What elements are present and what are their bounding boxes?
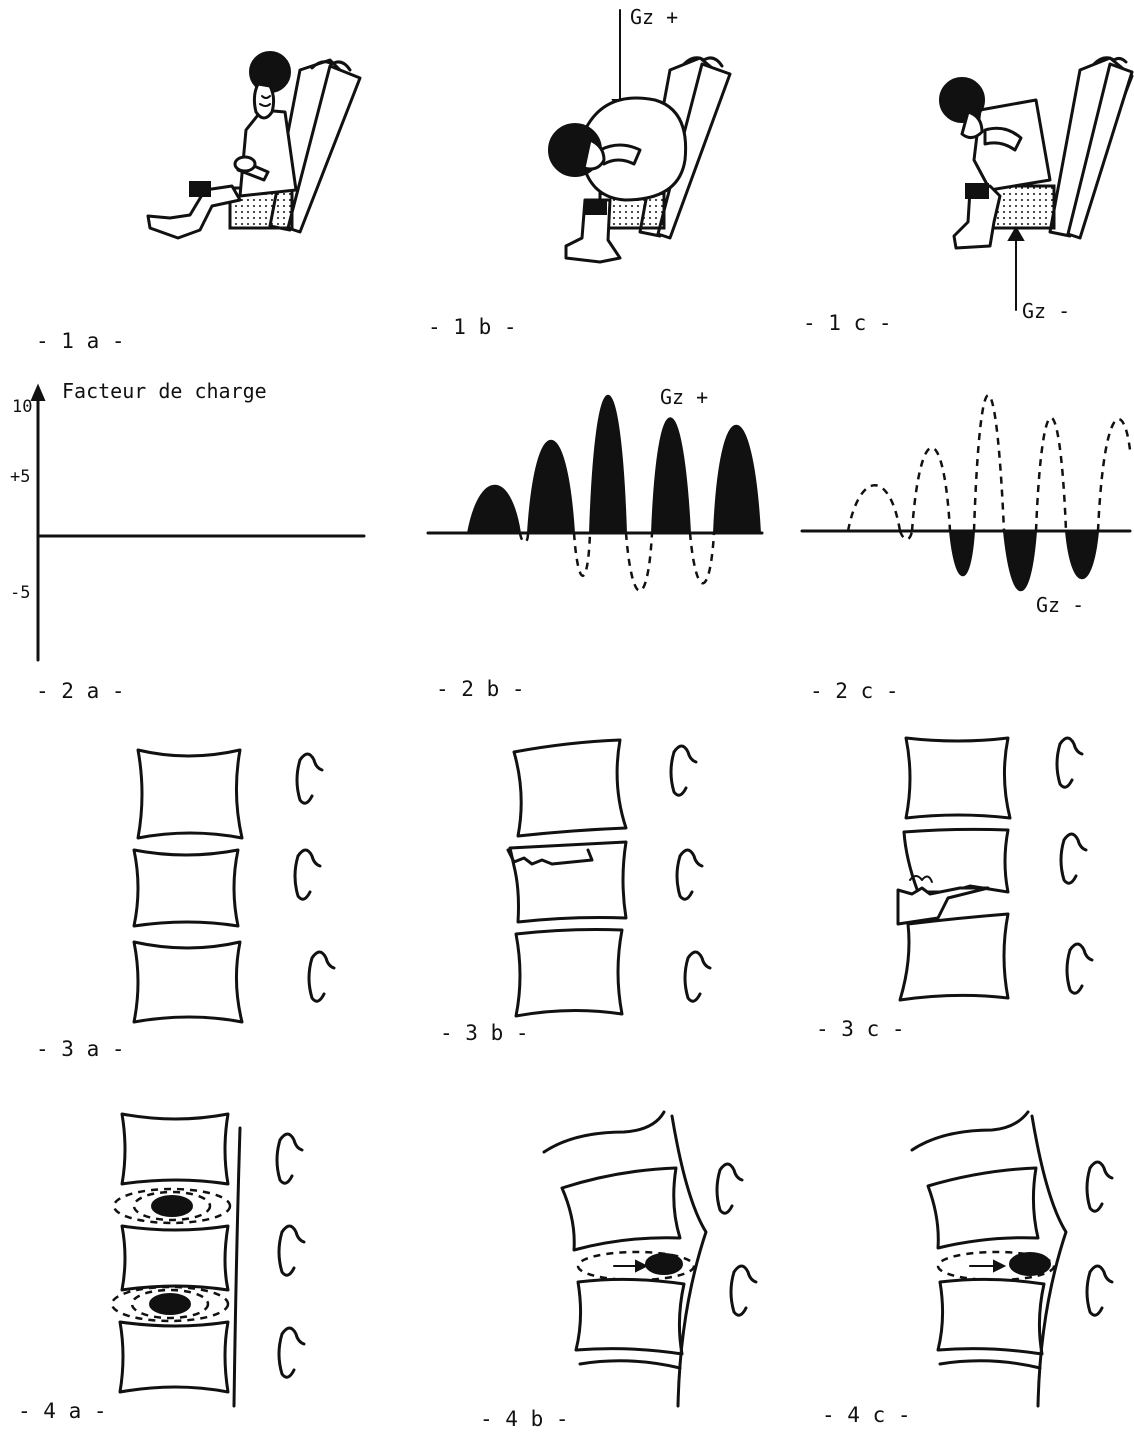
panel-label-2a: - 2 a - <box>36 679 125 703</box>
spine-discs-normal <box>112 1114 304 1406</box>
pilot-flexed-forward-illustration: Gz + <box>549 5 730 262</box>
tick-minus5: -5 <box>10 583 30 603</box>
spine-discs-flexion <box>544 1112 756 1406</box>
panel-label-3c: - 3 c - <box>816 1017 905 1041</box>
panel-label-4b: - 4 b - <box>480 1407 569 1431</box>
load-factor-axes: Facteur de charge 10 +5 -5 <box>10 379 364 660</box>
gz-plus-label: Gz + <box>630 5 678 29</box>
gz-minus-label-top: Gz - <box>1022 299 1070 323</box>
pilot-leaning-illustration: Gz - <box>940 58 1132 323</box>
panel-label-1a: - 1 a - <box>36 329 125 353</box>
panel-label-1c: - 1 c - <box>803 311 892 335</box>
panel-label-2c: - 2 c - <box>810 679 899 703</box>
spine-discs-herniation <box>912 1112 1112 1406</box>
tick-plus5: +5 <box>10 467 30 487</box>
tick-10: 10 <box>12 397 32 417</box>
gz-plus-graph-label: Gz + <box>660 385 708 409</box>
panel-label-3b: - 3 b - <box>440 1021 529 1045</box>
vertebrae-compression-stack <box>898 738 1092 1000</box>
vertebrae-fracture-stack <box>508 740 710 1016</box>
gz-minus-oscillation-graph: Gz - <box>802 395 1130 617</box>
panel-label-4a: - 4 a - <box>18 1399 107 1423</box>
gz-minus-graph-label: Gz - <box>1036 593 1084 617</box>
vertebrae-normal-stack <box>134 750 334 1022</box>
y-axis-label: Facteur de charge <box>62 379 267 403</box>
panel-label-4c: - 4 c - <box>822 1403 911 1427</box>
pilot-upright-illustration <box>148 52 360 238</box>
panel-label-2b: - 2 b - <box>436 677 525 701</box>
gz-plus-oscillation-graph: Gz + <box>428 385 762 591</box>
panel-label-1b: - 1 b - <box>428 315 517 339</box>
panel-label-3a: - 3 a - <box>36 1037 125 1061</box>
